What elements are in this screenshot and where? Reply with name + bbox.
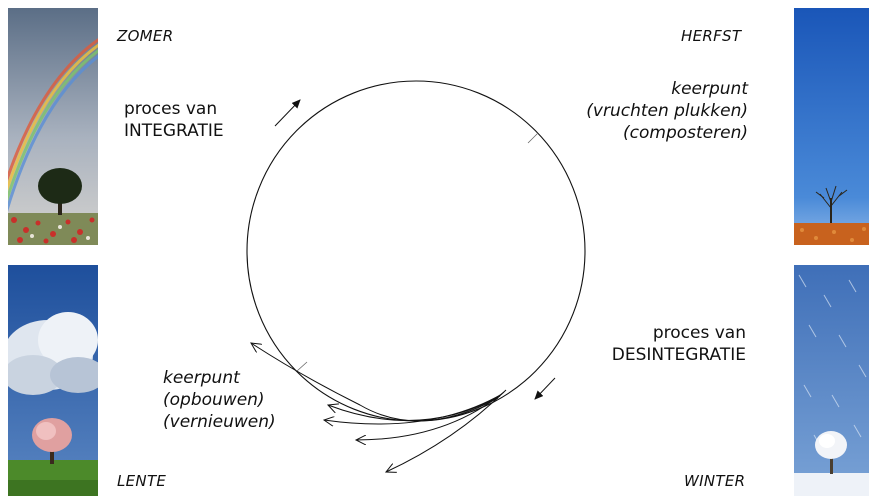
season-label-spring: LENTE bbox=[117, 472, 167, 490]
season-label-winter: WINTER bbox=[684, 472, 746, 490]
summer-tree-photo bbox=[8, 8, 98, 245]
renewal-arrow-3 bbox=[324, 393, 503, 424]
disintegration-label-line1: proces van bbox=[652, 323, 746, 343]
season-label-summer: ZOMER bbox=[117, 27, 174, 45]
disintegration-label-line2: DESINTEGRATIE bbox=[611, 345, 746, 365]
disintegration-arrow bbox=[534, 377, 556, 400]
turning-point-autumn-line2: (vruchten plukken) bbox=[586, 101, 748, 121]
disintegration-label: proces van DESINTEGRATIE bbox=[560, 322, 746, 366]
integration-label: proces van INTEGRATIE bbox=[124, 98, 224, 142]
renewal-arrow-4 bbox=[356, 391, 505, 440]
winter-tree-photo bbox=[794, 265, 869, 496]
renewal-arrow-2 bbox=[328, 395, 501, 421]
turning-point-spring-line2: (opbouwen) bbox=[163, 390, 265, 410]
turning-point-autumn-line3: (composteren) bbox=[623, 123, 748, 143]
autumn-tree-photo bbox=[794, 8, 869, 245]
turning-point-spring-line1: keerpunt bbox=[163, 368, 240, 388]
integration-label-line1: proces van bbox=[124, 99, 218, 119]
renewal-arrow-5 bbox=[386, 389, 507, 472]
turning-point-autumn-label: keerpunt (vruchten plukken) (composteren… bbox=[530, 78, 748, 144]
turning-point-tick-spring bbox=[296, 361, 308, 372]
turning-point-spring-line3: (vernieuwen) bbox=[163, 412, 276, 432]
renewal-arrow-1 bbox=[251, 343, 499, 422]
turning-point-autumn-line1: keerpunt bbox=[671, 79, 748, 99]
integration-arrow bbox=[274, 99, 301, 127]
integration-label-line2: INTEGRATIE bbox=[124, 121, 224, 141]
turning-point-tick-autumn bbox=[527, 132, 539, 144]
spring-tree-photo bbox=[8, 265, 98, 496]
turning-point-spring-label: keerpunt (opbouwen) (vernieuwen) bbox=[163, 367, 276, 433]
season-label-autumn: HERFST bbox=[681, 27, 742, 45]
